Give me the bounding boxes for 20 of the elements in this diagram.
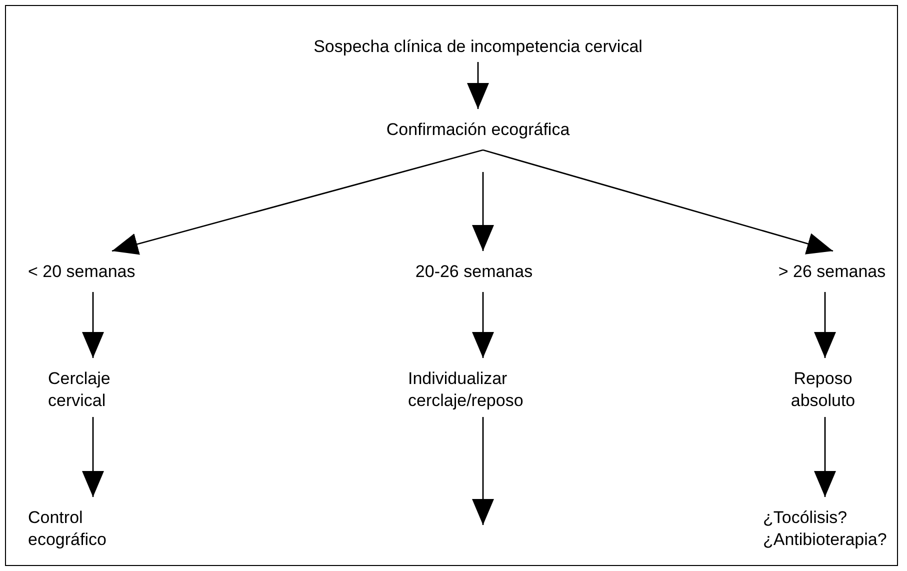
step-text: < 20 semanas	[28, 261, 158, 283]
arrow	[467, 62, 489, 109]
step-text: ¿Tocólisis? ¿Antibioterapia?	[763, 507, 898, 551]
arrow	[82, 417, 104, 497]
arrow	[472, 172, 494, 251]
arrow	[112, 149, 484, 255]
arrow	[482, 149, 834, 254]
step-text: 20-26 semanas	[404, 261, 544, 283]
step-text: Confirmación ecográfica	[358, 119, 598, 141]
arrow	[814, 292, 836, 358]
step-text: Control ecográfico	[28, 507, 124, 551]
step-text: Reposo absoluto	[777, 368, 869, 412]
arrow	[472, 417, 494, 525]
step-text: > 26 semanas	[770, 261, 894, 283]
step-text: Individualizar cerclaje/reposo	[408, 368, 543, 412]
step-text: Sospecha clínica de incompetencia cervical	[258, 36, 698, 58]
arrow	[814, 417, 836, 497]
step-text: Cerclaje cervical	[48, 368, 132, 412]
arrow	[472, 292, 494, 358]
arrow	[82, 292, 104, 358]
